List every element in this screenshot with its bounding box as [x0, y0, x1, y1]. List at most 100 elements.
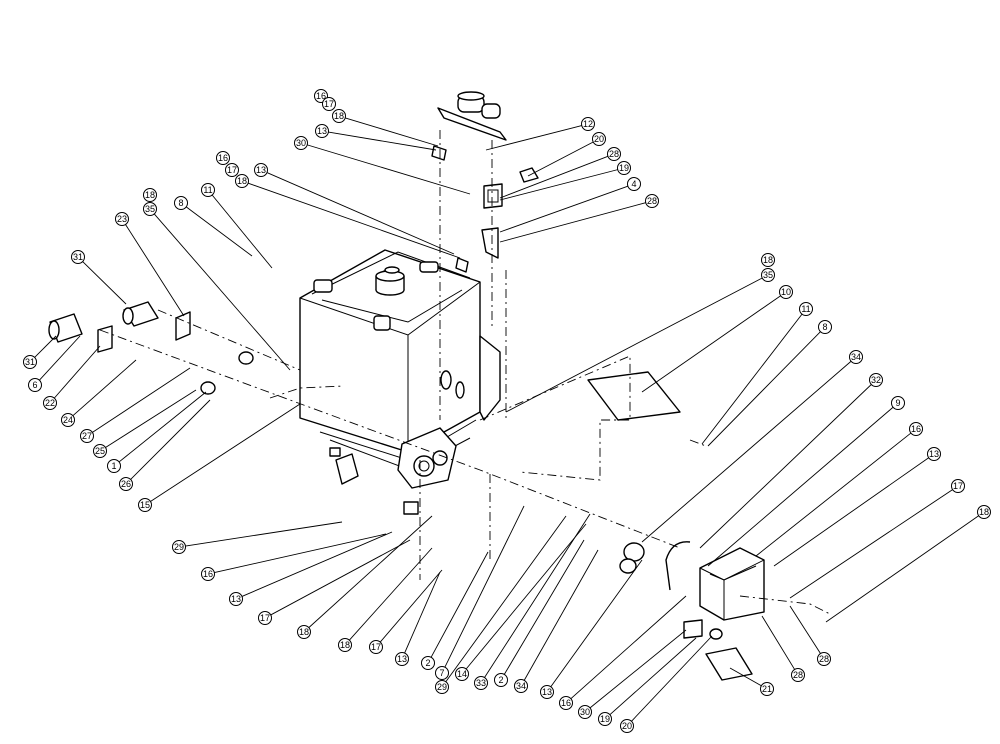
callout-balloon-17: 17: [225, 163, 239, 177]
callout-circle: [799, 302, 813, 316]
callout-balloon-20: 20: [592, 132, 606, 146]
plate-panel: [587, 371, 681, 421]
callout-number: 25: [95, 446, 105, 456]
callout-circle: [435, 666, 449, 680]
callout-balloon-29: 29: [172, 540, 186, 554]
callout-leader-16: [570, 595, 687, 700]
callout-number: 11: [203, 185, 212, 195]
callout-circle: [455, 667, 469, 681]
callout-leader-18: [345, 117, 439, 147]
callout-balloon-32: 32: [869, 373, 883, 387]
callout-circle: [28, 378, 42, 392]
callout-number: 22: [45, 398, 55, 408]
callout-balloon-28: 28: [607, 147, 621, 161]
callout-leader-30: [589, 629, 687, 709]
callout-number: 8: [822, 322, 827, 332]
callout-number: 13: [231, 594, 241, 604]
callout-balloon-13: 13: [540, 685, 554, 699]
callout-balloon-10: 10: [779, 285, 793, 299]
callout-number: 12: [583, 119, 593, 129]
callout-number: 15: [140, 500, 150, 510]
callout-number: 20: [622, 721, 632, 731]
callout-leader-13: [550, 559, 643, 687]
callout-balloon-28: 28: [791, 668, 805, 682]
callout-number: 31: [25, 357, 35, 367]
callout-number: 10: [781, 287, 791, 297]
callout-leader-8: [185, 206, 253, 257]
callout-number: 13: [256, 165, 266, 175]
callout-circle: [369, 640, 383, 654]
side-box-assembly: [619, 541, 765, 681]
callout-circle: [201, 567, 215, 581]
callout-number: 7: [439, 668, 444, 678]
callout-circle: [119, 477, 133, 491]
callout-number: 30: [580, 707, 590, 717]
callout-circle: [818, 320, 832, 334]
callout-circle: [216, 151, 230, 165]
callout-circle: [760, 682, 774, 696]
callout-circle: [143, 188, 157, 202]
callout-balloon-2: 2: [421, 656, 435, 670]
callout-leader-15: [150, 403, 301, 502]
callout-leader-35: [153, 213, 291, 371]
callout-leader-25: [105, 389, 197, 448]
callout-leader-2: [503, 539, 585, 675]
callout-number: 29: [437, 682, 447, 692]
callout-circle: [138, 498, 152, 512]
callout-number: 18: [237, 176, 247, 186]
callout-leader-20: [527, 141, 594, 177]
callout-leader-29: [445, 515, 567, 683]
callout-balloon-13: 13: [927, 447, 941, 461]
callout-balloon-31: 31: [23, 355, 37, 369]
callout-circle: [581, 117, 595, 131]
callout-balloon-17: 17: [258, 611, 272, 625]
callout-number: 18: [299, 627, 309, 637]
callout-circle: [421, 656, 435, 670]
callout-number: 35: [145, 204, 155, 214]
callout-number: 29: [174, 542, 184, 552]
callout-circle: [559, 696, 573, 710]
callout-number: 18: [979, 507, 989, 517]
callout-number: 2: [498, 675, 503, 685]
callout-circle: [115, 212, 129, 226]
callout-circle: [909, 422, 923, 436]
callout-leader-34: [641, 360, 852, 543]
callout-balloon-19: 19: [617, 161, 631, 175]
callout-circle: [229, 592, 243, 606]
callout-leader-4: [499, 185, 629, 233]
callout-leader-10: [641, 295, 781, 393]
callout-number: 13: [929, 449, 939, 459]
callout-balloon-13: 13: [229, 592, 243, 606]
callout-leader-34: [523, 549, 599, 681]
callout-balloon-18: 18: [332, 109, 346, 123]
callout-leader-17: [379, 569, 443, 643]
callout-balloons: 1617181330161718131220281942818358112331…: [23, 89, 991, 733]
callout-number: 11: [801, 304, 810, 314]
callout-number: 17: [371, 642, 381, 652]
callout-number: 28: [793, 670, 803, 680]
callout-leader-33: [484, 513, 591, 678]
callout-circle: [617, 161, 631, 175]
callout-circle: [395, 652, 409, 666]
callout-number: 17: [260, 613, 270, 623]
callout-leader-30: [307, 144, 471, 195]
callout-balloon-18: 18: [977, 505, 991, 519]
callout-balloon-26: 26: [119, 477, 133, 491]
callout-circle: [951, 479, 965, 493]
callout-circle: [143, 202, 157, 216]
callout-circle: [172, 540, 186, 554]
callout-number: 17: [953, 481, 963, 491]
callout-circle: [791, 668, 805, 682]
callout-number: 18: [334, 111, 344, 121]
callout-number: 17: [227, 165, 237, 175]
callout-balloon-18: 18: [143, 188, 157, 202]
callout-balloon-6: 6: [28, 378, 42, 392]
callout-number: 26: [121, 479, 131, 489]
callout-leader-22: [53, 345, 101, 399]
callout-leader-35: [505, 277, 763, 413]
callout-leader-20: [631, 635, 713, 722]
callout-number: 19: [619, 163, 629, 173]
callout-leader-23: [125, 224, 185, 317]
callout-balloon-34: 34: [514, 679, 528, 693]
callout-circle: [201, 183, 215, 197]
